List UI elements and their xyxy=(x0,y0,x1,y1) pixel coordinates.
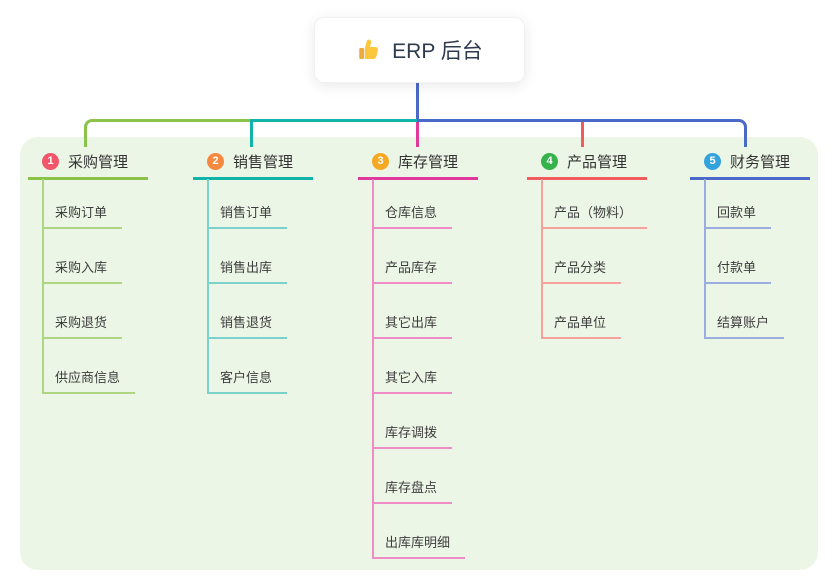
child-node[interactable]: 库存调拨 xyxy=(372,419,453,449)
branch-node-4[interactable]: 4 产品管理 xyxy=(527,150,647,180)
child-label: 出库库明细 xyxy=(385,535,451,550)
connector-root-line xyxy=(416,80,419,124)
child-node[interactable]: 产品库存 xyxy=(372,254,453,284)
child-label: 产品库存 xyxy=(385,260,438,275)
branch-children-connector xyxy=(372,179,374,559)
child-label: 产品分类 xyxy=(554,260,607,275)
branch-children-connector xyxy=(541,179,543,339)
child-label: 仓库信息 xyxy=(385,205,438,220)
branch-node-3[interactable]: 3 库存管理 xyxy=(358,150,478,180)
child-node[interactable]: 供应商信息 xyxy=(42,364,136,394)
branch-number-badge: 4 xyxy=(541,152,558,170)
branch-label: 产品管理 xyxy=(567,153,628,171)
child-label: 销售退货 xyxy=(220,315,273,330)
connector-bus-left xyxy=(84,119,250,147)
branch-4: 4 产品管理产品（物料） 产品分类产品单位 xyxy=(527,0,697,588)
child-label: 销售订单 xyxy=(220,205,273,220)
child-node[interactable]: 采购订单 xyxy=(42,199,123,229)
child-node[interactable]: 产品单位 xyxy=(541,309,622,339)
child-node[interactable]: 采购退货 xyxy=(42,309,123,339)
child-node[interactable]: 采购入库 xyxy=(42,254,123,284)
branch-node-2[interactable]: 2 销售管理 xyxy=(193,150,313,180)
child-label: 客户信息 xyxy=(220,370,273,385)
branch-2: 2 销售管理销售订单销售出库销售退货客户信息 xyxy=(193,0,363,588)
child-label: 采购订单 xyxy=(55,205,108,220)
branch-children-connector xyxy=(42,179,44,394)
root-node[interactable]: ERP 后台 xyxy=(314,17,525,83)
branch-5: 5 财务管理回款单付款单结算账户 xyxy=(690,0,839,588)
child-node[interactable]: 销售出库 xyxy=(207,254,288,284)
branch-node-1[interactable]: 1 采购管理 xyxy=(28,150,148,180)
child-node[interactable]: 付款单 xyxy=(704,254,772,284)
branch-label: 库存管理 xyxy=(398,153,459,171)
branch-number-badge: 3 xyxy=(372,152,389,170)
child-label: 付款单 xyxy=(717,260,757,275)
child-label: 回款单 xyxy=(717,205,757,220)
child-node[interactable]: 库存盘点 xyxy=(372,474,453,504)
branch-children-connector xyxy=(207,179,209,394)
connector-drop-product xyxy=(581,122,584,147)
child-label: 采购入库 xyxy=(55,260,108,275)
child-node[interactable]: 客户信息 xyxy=(207,364,288,394)
child-label: 其它出库 xyxy=(385,315,438,330)
branch-number-badge: 2 xyxy=(207,152,224,170)
child-label: 销售出库 xyxy=(220,260,273,275)
child-node[interactable]: 其它入库 xyxy=(372,364,453,394)
branch-1: 1 采购管理采购订单采购入库采购退货供应商信息 xyxy=(28,0,198,588)
branch-label: 销售管理 xyxy=(233,153,294,171)
branch-children-connector xyxy=(704,179,706,339)
child-node[interactable]: 销售订单 xyxy=(207,199,288,229)
branch-node-5[interactable]: 5 财务管理 xyxy=(690,150,810,180)
root-label: ERP 后台 xyxy=(392,40,483,63)
thumbs-up-icon xyxy=(356,37,382,63)
connector-drop-inventory xyxy=(416,122,419,147)
child-node[interactable]: 仓库信息 xyxy=(372,199,453,229)
child-node[interactable]: 其它出库 xyxy=(372,309,453,339)
connector-bus-mid xyxy=(250,119,417,147)
branch-3: 3 库存管理仓库信息产品库存其它出库其它入库库存调拨库存盘点出库库明细 xyxy=(358,0,528,588)
child-node[interactable]: 回款单 xyxy=(704,199,772,229)
child-label: 库存盘点 xyxy=(385,480,438,495)
child-node[interactable]: 销售退货 xyxy=(207,309,288,339)
child-node[interactable]: 产品（物料） xyxy=(541,199,648,229)
child-label: 采购退货 xyxy=(55,315,108,330)
child-label: 产品（物料） xyxy=(554,205,633,220)
branch-number-badge: 5 xyxy=(704,152,721,170)
branch-label: 财务管理 xyxy=(730,153,791,171)
child-label: 结算账户 xyxy=(717,315,770,330)
child-label: 供应商信息 xyxy=(55,370,121,385)
child-label: 库存调拨 xyxy=(385,425,438,440)
child-node[interactable]: 出库库明细 xyxy=(372,529,466,559)
branch-label: 采购管理 xyxy=(68,153,129,171)
branch-number-badge: 1 xyxy=(42,152,59,170)
connector-bus-right xyxy=(417,119,747,147)
child-node[interactable]: 结算账户 xyxy=(704,309,785,339)
child-label: 产品单位 xyxy=(554,315,607,330)
child-node[interactable]: 产品分类 xyxy=(541,254,622,284)
child-label: 其它入库 xyxy=(385,370,438,385)
branches-panel xyxy=(20,137,818,570)
